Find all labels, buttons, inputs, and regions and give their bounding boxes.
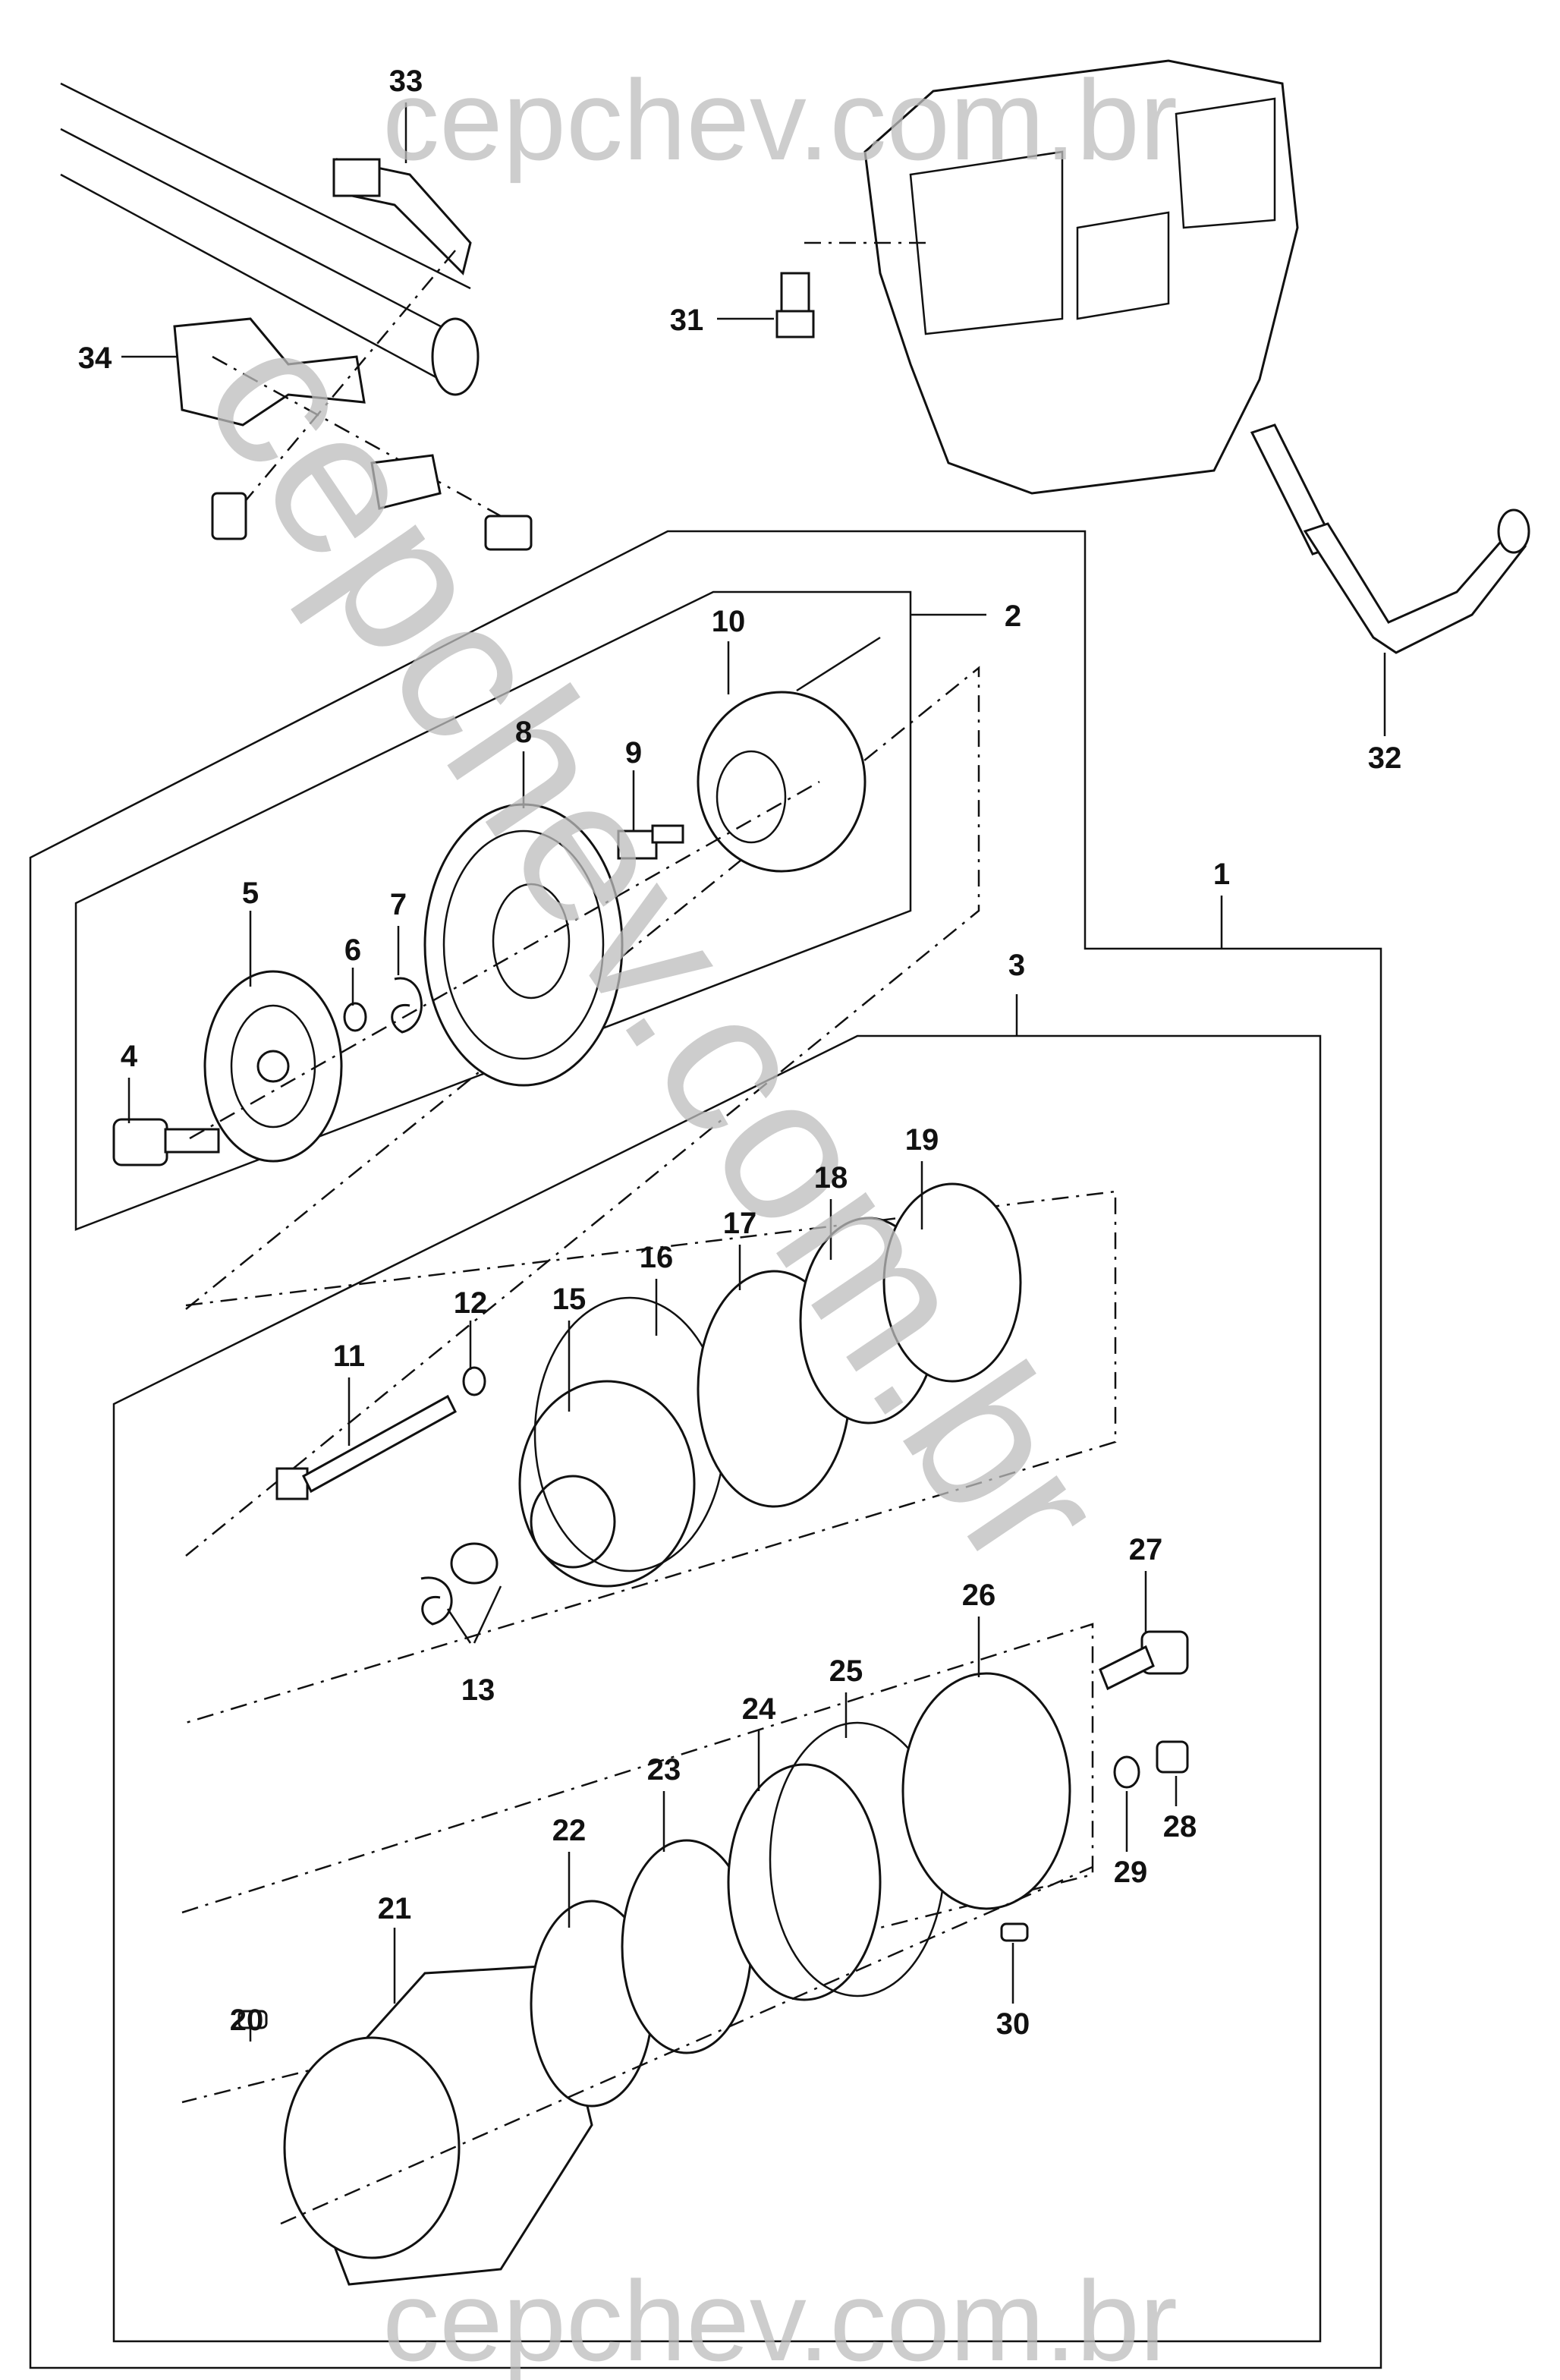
pipe-edge-upper: [60, 82, 471, 290]
mount-bracket-34: [173, 317, 366, 427]
callout-13: 13: [461, 1673, 495, 1707]
callout-31: 31: [670, 304, 704, 337]
reed-valve-19: [882, 1182, 1022, 1383]
callout-23: 23: [647, 1753, 681, 1787]
callout-25: 25: [829, 1654, 863, 1688]
callout-10: 10: [712, 605, 746, 638]
coil-10-bore: [716, 750, 787, 844]
callout-19: 19: [905, 1123, 939, 1157]
callout-24: 24: [742, 1692, 776, 1726]
screw-9-head: [617, 830, 658, 860]
callout-32: 32: [1368, 741, 1402, 775]
watermark-bottom: cepchev.com.br: [382, 2257, 1178, 2380]
group-1-frame: [29, 530, 1382, 2369]
pipe-end: [431, 317, 480, 396]
bolt-4-head: [112, 1118, 168, 1166]
callout-4: 4: [121, 1040, 138, 1073]
strap-bracket-33-clip: [332, 158, 381, 197]
rear-axis-line: [280, 1865, 1093, 2225]
hose-32-lower: [1303, 522, 1527, 654]
hub-plate-5-inner: [230, 1004, 316, 1129]
rear-head-26: [901, 1672, 1071, 1910]
callout-9: 9: [625, 736, 642, 770]
callout-28: 28: [1163, 1810, 1197, 1843]
hvac-housing-assembly: [775, 59, 1530, 654]
front-head-15-boss: [530, 1475, 616, 1569]
callout-20: 20: [230, 2004, 264, 2037]
gasket-24: [727, 1763, 882, 2001]
thru-bolt-11-shank: [302, 1394, 457, 1494]
callout-34: 34: [78, 342, 112, 375]
bolt-27-shank: [1099, 1645, 1155, 1691]
callout-26: 26: [962, 1579, 996, 1612]
thru-bolt-11-head: [275, 1467, 309, 1500]
callout-16: 16: [640, 1241, 674, 1274]
seal-13: [450, 1542, 499, 1585]
callout-17: 17: [723, 1207, 757, 1240]
callout-30: 30: [996, 2007, 1030, 2041]
hose-32-end: [1497, 508, 1530, 554]
callout-27: 27: [1129, 1533, 1163, 1566]
small-bracket: [370, 454, 442, 510]
washer-29: [1113, 1755, 1140, 1789]
housing-panel: [909, 150, 1064, 335]
clutch-parts: [112, 636, 881, 1166]
front-head-parts: [275, 1182, 1022, 1644]
callout-29: 29: [1114, 1856, 1148, 1889]
bracket-assembly-line-1: [219, 250, 456, 532]
screw-31-head: [775, 310, 815, 338]
coil-10-wire: [796, 636, 881, 692]
nut-28: [1156, 1740, 1189, 1774]
pin-20: [237, 2010, 268, 2029]
washer-12: [462, 1366, 486, 1396]
callout-21: 21: [378, 1892, 412, 1925]
pin-30: [1000, 1922, 1029, 1942]
callout-15: 15: [552, 1283, 587, 1316]
snap-ring-7: [391, 977, 423, 1034]
callout-33: 33: [389, 65, 423, 98]
pulley-8-groove: [442, 830, 605, 1060]
callout-1: 1: [1213, 858, 1230, 891]
housing-connector: [1076, 211, 1170, 320]
watermark-top: cepchev.com.br: [382, 56, 1178, 184]
screw-9-shank: [651, 824, 684, 844]
callout-22: 22: [552, 1814, 587, 1847]
callout-5: 5: [242, 877, 259, 910]
callout-12: 12: [454, 1286, 488, 1320]
pulley-8-hub: [492, 883, 571, 1000]
callout-8: 8: [515, 716, 532, 749]
clutch-axis-line: [189, 780, 820, 1140]
bracket-bolt-left: [211, 492, 247, 540]
leader-13: [446, 1585, 502, 1644]
callout-labels: 1 2 3 4 5 6 7 8 9 10 11 12 13 15 16 17 1…: [78, 65, 1402, 2041]
housing-side-panel: [1175, 97, 1276, 229]
callout-11: 11: [333, 1340, 365, 1373]
group-3-frame: [112, 1034, 1322, 2343]
hvac-housing: [863, 59, 1299, 495]
group-2-frame: [74, 590, 912, 1231]
pipe-center-line: [60, 128, 456, 335]
top-left-bracket-assembly: [60, 82, 533, 551]
rear-head-parts: [237, 1630, 1189, 2286]
bracket-assembly-line-2: [212, 355, 502, 518]
front-head-dashed-box: [185, 1190, 1117, 1724]
pipe-edge-lower: [60, 173, 441, 381]
hub-plate-5-center: [256, 1050, 290, 1083]
bracket-bolt-right: [484, 515, 533, 551]
callout-7: 7: [390, 888, 407, 921]
snap-ring-13: [420, 1576, 453, 1626]
leader-lines: [121, 102, 1386, 2042]
cylinder-21-face: [283, 2036, 461, 2259]
callout-2: 2: [1005, 600, 1021, 633]
callout-6: 6: [344, 933, 361, 967]
bolt-4-shank: [164, 1128, 220, 1154]
callout-18: 18: [814, 1161, 848, 1195]
shim-6: [343, 1002, 367, 1032]
callout-3: 3: [1008, 949, 1025, 982]
